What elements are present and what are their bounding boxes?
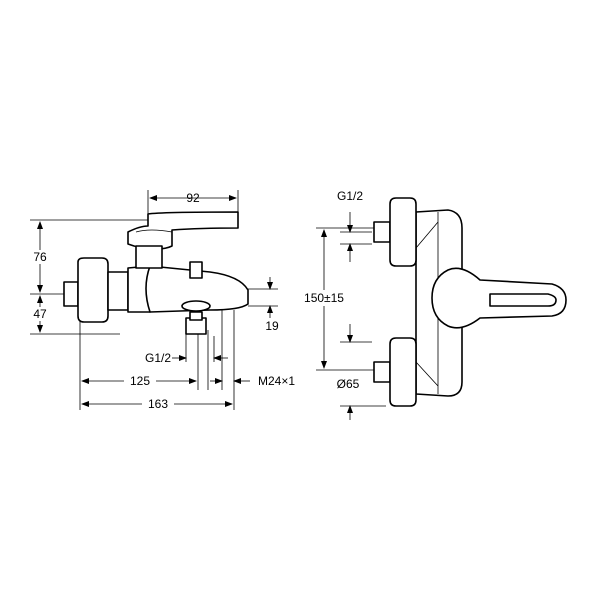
lever-handle xyxy=(127,211,239,250)
dim-163: 163 xyxy=(148,397,168,411)
dim-m24x1: M24×1 xyxy=(258,374,295,388)
side-view: 92 76 47 19 G1/2 125 M24×1 163 xyxy=(30,190,295,411)
mixer-body xyxy=(127,265,249,313)
dim-76: 76 xyxy=(33,250,47,264)
diverter-knob xyxy=(189,261,203,279)
upper-inlet xyxy=(373,221,391,243)
dim-diameter-65: Ø65 xyxy=(337,377,360,391)
front-view: G1/2 150±15 Ø65 xyxy=(296,189,567,420)
front-body-chamfer xyxy=(415,221,439,387)
dim-150: 150±15 xyxy=(304,291,344,305)
cartridge-housing xyxy=(135,245,163,269)
upper-rosette xyxy=(389,197,417,267)
dim-g12-front: G1/2 xyxy=(337,189,363,203)
inlet-nipple xyxy=(63,281,79,307)
lever-contour xyxy=(135,229,173,233)
dim-47: 47 xyxy=(33,307,47,321)
spout-nose xyxy=(181,300,211,312)
dim-125: 125 xyxy=(130,374,150,388)
wall-rosette xyxy=(77,257,109,323)
spout-slot xyxy=(489,293,557,307)
lower-rosette xyxy=(389,337,417,407)
dim-19: 19 xyxy=(265,319,279,333)
rosette-neck xyxy=(107,271,129,311)
dim-92: 92 xyxy=(186,191,200,205)
lower-inlet xyxy=(373,361,391,383)
dim-g12-side: G1/2 xyxy=(145,351,171,365)
outlet-collar xyxy=(189,311,203,321)
body-contour xyxy=(145,265,151,313)
